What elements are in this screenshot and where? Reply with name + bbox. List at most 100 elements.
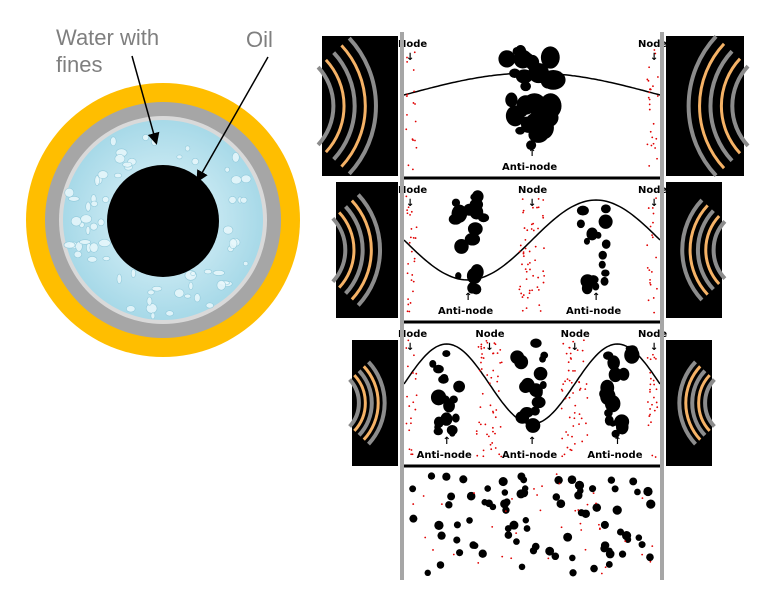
node-label: Node [638,329,667,340]
fine-particle [538,304,541,307]
anti-node-arrow: ↑ [592,292,600,303]
fine-particle [539,509,542,512]
oil-droplet [626,345,638,355]
sound-wave-arc [690,369,707,437]
fine-particle [488,382,491,385]
sound-wave-arc [324,58,346,154]
fine-particle [648,103,651,106]
wave-panel-2: Node↓Node↓Node↓↑Anti-node↑Anti-node [398,176,667,317]
water-droplet [224,166,230,173]
fine-particle [560,407,563,410]
water-droplet [212,270,225,276]
fine-particle [518,250,521,253]
fine-particle [564,397,567,400]
fine-particle [432,549,434,551]
fine-particle [652,85,654,88]
water-droplet [126,305,136,313]
fine-particle [652,297,655,299]
fine-particle [511,498,513,500]
fine-particle [489,443,492,446]
oil-droplet [523,525,531,532]
water-droplet [147,289,155,296]
fine-particle [494,447,497,449]
sound-wave-arc [704,215,721,285]
water-droplet [176,154,183,160]
fine-particle [480,343,483,346]
fine-particle [521,198,524,201]
sound-wave-arc [338,211,356,289]
water-droplet [90,200,98,207]
fine-particle [422,495,425,497]
fine-particle [586,397,589,399]
oil-droplet [635,534,643,541]
water-droplet [151,286,163,292]
fine-particle [647,96,650,99]
water-droplet [94,175,100,186]
water-droplet [146,296,153,306]
fine-particle [542,216,545,219]
fine-particle [408,405,411,407]
fine-particle [412,69,415,71]
oil-droplet [540,72,555,89]
fine-particle [491,426,494,429]
fine-particle [479,423,482,426]
oil-droplet [526,140,537,151]
fine-particle [572,340,575,343]
water-droplet [75,241,83,252]
oil-droplet [466,491,476,501]
fine-particle [412,280,415,283]
fine-particle [585,383,588,385]
fine-particle [570,381,573,384]
oil-droplet [646,499,656,509]
water-droplet [231,152,240,163]
fine-particle [649,391,651,393]
oil-droplet [611,485,619,493]
fine-particle [478,421,481,424]
sound-wave-arc [316,65,336,147]
water-droplets [63,134,252,320]
fine-particle [656,157,658,160]
fine-particle [406,310,409,313]
sound-wave-arc [686,34,718,178]
fine-particle [651,403,653,406]
fine-particle [409,236,412,239]
fine-particle [595,502,597,505]
oil-droplet [629,477,638,486]
anti-node-arrow: ↑ [613,436,621,447]
fine-particle [646,266,649,269]
fine-particle [510,557,513,560]
fine-particle [576,349,579,352]
fine-particle [414,377,417,380]
fine-particle [491,442,494,444]
fine-particle [650,421,652,424]
fine-particle [414,103,416,105]
oil-droplet [556,499,566,509]
transducer-right-2 [666,182,727,318]
sound-wave-arc [340,44,367,168]
fine-particle [656,95,659,97]
fine-particle [565,431,568,433]
fine-particle [424,536,427,539]
fine-particle [649,88,651,91]
oil-droplet [451,198,461,207]
sound-wave-arc [332,51,357,161]
oil-droplet [471,283,482,295]
fine-particle [561,389,564,392]
standing-wave-diagram: Node↓Node↓↑Anti-nodeNode↓Node↓Node↓↑Anti… [316,32,750,580]
fine-particle [578,381,580,383]
fine-particle [406,61,409,63]
fine-particle [570,449,573,452]
water-droplet [165,310,174,317]
fine-particle [578,423,580,426]
fine-particle [592,492,595,495]
fine-particle [573,417,576,420]
water-droplet [184,145,191,152]
water-pointer-arrow [131,55,160,145]
fine-particle [412,401,415,404]
fine-particle [500,455,503,458]
oil-droplet [484,485,491,492]
oil-droplet [509,520,519,530]
oil-droplet [510,111,522,121]
fine-particle [578,389,581,391]
node-label: Node [398,329,427,340]
